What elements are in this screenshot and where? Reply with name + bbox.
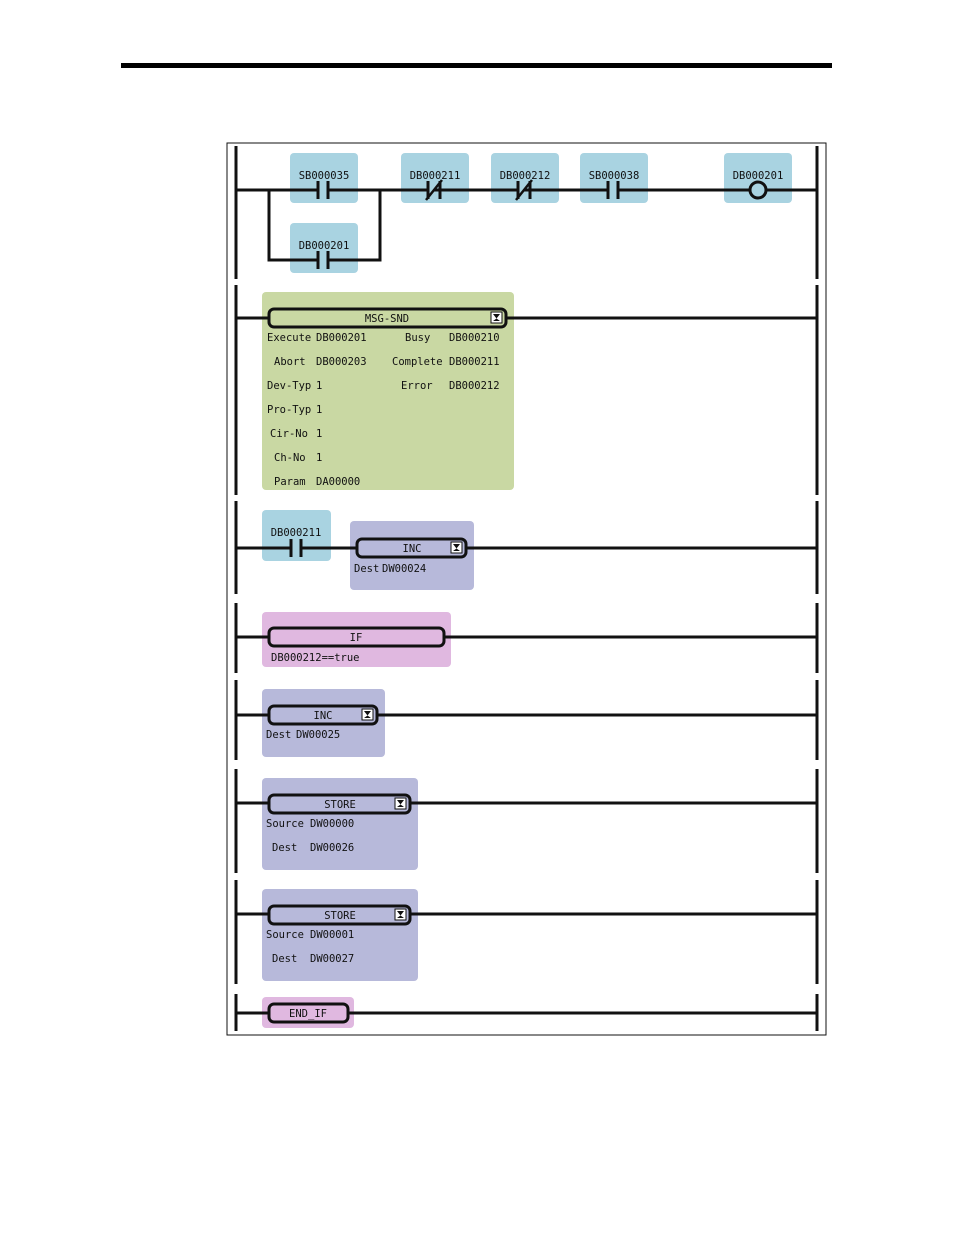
block-title: INC bbox=[314, 710, 333, 722]
output-name: Error bbox=[401, 380, 433, 392]
rung-2: MSG-SND Execute DB000201 Abort DB000203 … bbox=[234, 285, 819, 495]
param-value: DW00025 bbox=[296, 729, 340, 741]
input-name: Ch-No bbox=[274, 452, 306, 464]
param-name: Dest bbox=[354, 563, 379, 575]
input-value: DB000203 bbox=[316, 356, 367, 368]
contact-label: SB000038 bbox=[589, 170, 640, 182]
rung-8: END_IF bbox=[234, 994, 819, 1031]
input-value: DB000201 bbox=[316, 332, 367, 344]
inc-block[interactable] bbox=[355, 537, 468, 559]
no-contact-icon[interactable] bbox=[606, 181, 620, 199]
param-name: Dest bbox=[266, 729, 291, 741]
store-block[interactable] bbox=[267, 793, 412, 815]
output-value: DB000211 bbox=[449, 356, 500, 368]
expand-icon[interactable] bbox=[490, 311, 503, 324]
block-title: END_IF bbox=[289, 1008, 327, 1020]
nc-contact-icon[interactable] bbox=[515, 179, 533, 201]
block-title: IF bbox=[350, 632, 363, 644]
msg-snd-block[interactable] bbox=[267, 307, 508, 329]
input-name: Dev-Typ bbox=[267, 380, 311, 392]
contact-label: DB000211 bbox=[271, 527, 322, 539]
block-title: STORE bbox=[324, 799, 356, 811]
output-value: DB000210 bbox=[449, 332, 500, 344]
expand-icon[interactable] bbox=[361, 708, 374, 721]
rung-5: INC Dest DW00025 bbox=[234, 680, 819, 760]
input-value: 1 bbox=[316, 380, 322, 392]
if-block[interactable] bbox=[267, 626, 446, 648]
block-title: MSG-SND bbox=[365, 313, 409, 325]
rung-1: SB000035 DB000211 DB000212 SB000038 DB00… bbox=[234, 146, 819, 279]
input-value: 1 bbox=[316, 428, 322, 440]
contact-label: SB000035 bbox=[299, 170, 350, 182]
expand-icon[interactable] bbox=[394, 908, 407, 921]
param-value: DW00026 bbox=[310, 842, 354, 854]
no-contact-icon[interactable] bbox=[316, 251, 330, 269]
output-value: DB000212 bbox=[449, 380, 500, 392]
block-title: STORE bbox=[324, 910, 356, 922]
rung-7: STORE Source DW00001 Dest DW00027 bbox=[234, 880, 819, 984]
coil-label: DB000201 bbox=[733, 170, 784, 182]
contact-label: DB000212 bbox=[500, 170, 551, 182]
diagram-frame bbox=[226, 142, 827, 1036]
end-if-block[interactable] bbox=[267, 1002, 350, 1024]
input-value: 1 bbox=[316, 404, 322, 416]
header-rule bbox=[121, 63, 832, 68]
param-value: DW00000 bbox=[310, 818, 354, 830]
contact-label: DB000211 bbox=[410, 170, 461, 182]
input-name: Abort bbox=[274, 356, 306, 368]
rung-3: DB000211 INC Dest DW00024 bbox=[234, 501, 819, 594]
input-name: Execute bbox=[267, 332, 311, 344]
block-title: INC bbox=[403, 543, 422, 555]
no-contact-icon[interactable] bbox=[289, 539, 303, 557]
param-value: DW00027 bbox=[310, 953, 354, 965]
contact-label: DB000201 bbox=[299, 240, 350, 252]
param-name: Dest bbox=[272, 842, 297, 854]
input-name: Cir-No bbox=[270, 428, 308, 440]
if-condition: DB000212==true bbox=[271, 652, 360, 664]
store-block[interactable] bbox=[267, 904, 412, 926]
param-name: Dest bbox=[272, 953, 297, 965]
inc-block[interactable] bbox=[267, 704, 379, 726]
param-value: DW00024 bbox=[382, 563, 426, 575]
expand-icon[interactable] bbox=[450, 541, 463, 554]
rung-4: IF DB000212==true bbox=[234, 603, 819, 673]
nc-contact-icon[interactable] bbox=[425, 179, 443, 201]
rung-6: STORE Source DW00000 Dest DW00026 bbox=[234, 769, 819, 873]
no-contact-icon[interactable] bbox=[316, 181, 330, 199]
param-name: Source bbox=[266, 818, 304, 830]
param-value: DW00001 bbox=[310, 929, 354, 941]
coil-icon[interactable] bbox=[748, 180, 768, 200]
input-name: Param bbox=[274, 476, 306, 488]
output-name: Busy bbox=[405, 332, 430, 344]
function-block-bg bbox=[262, 292, 514, 490]
expand-icon[interactable] bbox=[394, 797, 407, 810]
output-name: Complete bbox=[392, 356, 443, 368]
param-name: Source bbox=[266, 929, 304, 941]
input-value: DA00000 bbox=[316, 476, 360, 488]
input-name: Pro-Typ bbox=[267, 404, 311, 416]
input-value: 1 bbox=[316, 452, 322, 464]
